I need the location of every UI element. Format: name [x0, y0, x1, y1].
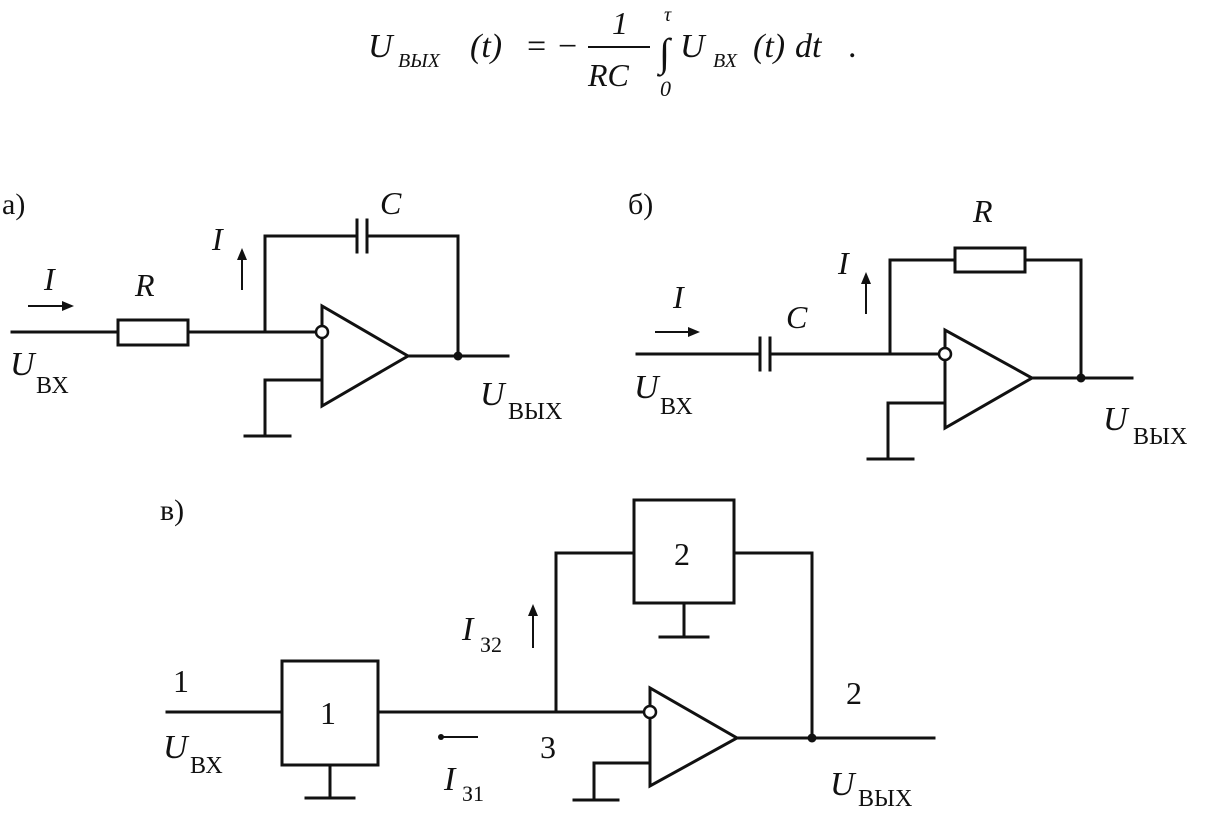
- formula-numerator: 1: [612, 5, 628, 41]
- circuit-b-resistor-label: R: [972, 193, 993, 229]
- circuit-c-block-2: [632, 498, 736, 605]
- formula-integral-sign: ∫: [656, 30, 673, 77]
- circuit-a: а) I R C I U ВХ U ВЫХ: [2, 185, 562, 438]
- circuit-a-output-voltage: U: [480, 376, 507, 413]
- formula-lhs: U: [368, 28, 395, 65]
- circuit-c-output-voltage-subscript: ВЫХ: [858, 786, 912, 812]
- circuit-c-opamp: [648, 685, 741, 789]
- circuit-c-node-input-label: 1: [173, 663, 189, 699]
- circuit-b-input-voltage-subscript: ВХ: [660, 394, 693, 420]
- formula-denominator: RC: [587, 57, 630, 93]
- circuit-b-output-junction: [1076, 373, 1086, 383]
- circuit-b-feedback-current-arrowhead: [861, 272, 871, 284]
- circuit-b-opamp: [943, 327, 1036, 431]
- circuit-a-label: а): [2, 188, 25, 221]
- circuit-b: б) I C R I U ВХ U ВЫХ: [628, 188, 1187, 461]
- formula-integrand-subscript: ВХ: [713, 50, 738, 72]
- formula-lhs-subscript: ВЫХ: [398, 50, 441, 72]
- circuit-c-node-output-label: 2: [846, 675, 862, 711]
- circuit-b-label: б): [628, 188, 653, 221]
- circuit-a-output-junction: [453, 351, 463, 361]
- integrator-formula: U ВЫХ (t) = − 1 RC τ ∫ 0 U ВХ (t) dt .: [368, 4, 857, 101]
- formula-minus: −: [558, 28, 577, 65]
- circuit-a-opamp: [320, 303, 411, 409]
- circuit-c: в) 1 1 I З1 3 2 I З2: [160, 494, 936, 812]
- circuit-c-input-current-subscript: З1: [462, 781, 484, 806]
- circuit-c-label: в): [160, 494, 184, 527]
- circuit-a-input-voltage: U: [10, 346, 37, 383]
- formula-upper-limit: τ: [664, 4, 672, 26]
- circuit-a-input-voltage-subscript: ВХ: [36, 373, 69, 399]
- circuit-a-input-current: I: [43, 261, 56, 297]
- circuit-a-capacitor-label: C: [380, 185, 402, 221]
- circuit-c-output-junction: [807, 733, 817, 743]
- formula-equals: =: [527, 28, 546, 65]
- circuit-c-node-mid-label: 3: [540, 729, 556, 765]
- circuit-a-feedback-current: I: [211, 221, 224, 257]
- circuit-a-inverting-input-marker: [314, 324, 330, 340]
- circuit-c-block-1-label: 1: [320, 695, 336, 731]
- circuit-b-resistor: [953, 246, 1027, 274]
- formula-differential: dt: [795, 28, 823, 65]
- circuit-b-feedback-current: I: [837, 245, 850, 281]
- circuit-b-input-current-arrowhead: [688, 327, 700, 337]
- circuit-c-input-voltage-subscript: ВХ: [190, 753, 223, 779]
- circuit-a-feedback-current-arrowhead: [237, 248, 247, 260]
- circuit-c-feedback-current: I: [461, 611, 475, 648]
- formula-integrand-argument: (t): [753, 28, 785, 65]
- circuit-a-resistor-label: R: [134, 267, 155, 303]
- circuit-c-feedback-current-arrowhead: [528, 604, 538, 616]
- circuit-b-output-voltage-subscript: ВЫХ: [1133, 424, 1187, 450]
- circuit-a-input-current-arrowhead: [62, 301, 74, 311]
- circuit-b-input-current: I: [672, 279, 685, 315]
- formula-lower-limit: 0: [660, 76, 671, 101]
- circuit-c-inverting-input-marker: [642, 704, 658, 720]
- circuit-b-input-voltage: U: [634, 369, 661, 406]
- circuit-c-input-voltage: U: [163, 729, 190, 766]
- circuit-a-resistor: [116, 318, 190, 347]
- circuit-c-input-current: I: [443, 761, 457, 798]
- circuit-b-capacitor-label: C: [786, 299, 808, 335]
- circuit-c-output-voltage: U: [830, 766, 857, 803]
- circuit-c-feedback-current-subscript: З2: [480, 632, 502, 657]
- circuit-c-block-2-label: 2: [674, 536, 690, 572]
- formula-integrand: U: [680, 28, 707, 65]
- circuit-b-inverting-input-marker: [937, 346, 953, 362]
- formula-lhs-argument: (t): [470, 28, 502, 65]
- formula-period: .: [848, 28, 857, 65]
- circuit-b-output-voltage: U: [1103, 401, 1130, 438]
- circuit-a-output-voltage-subscript: ВЫХ: [508, 399, 562, 425]
